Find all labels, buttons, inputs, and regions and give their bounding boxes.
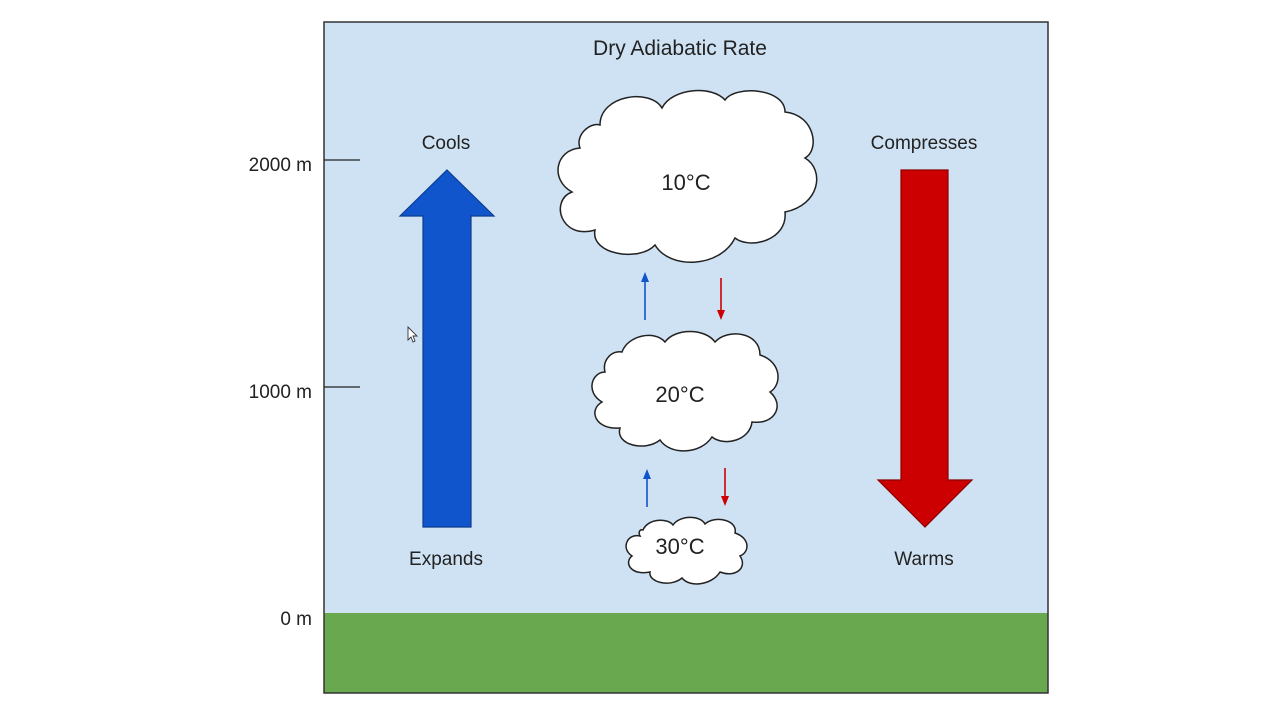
altitude-label-0: 0 m	[280, 609, 312, 630]
expands-label: Expands	[409, 549, 483, 570]
cloud-20c-temperature: 20°C	[655, 382, 704, 407]
cloud-10c: 10°C	[557, 89, 818, 264]
cloud-30c: 30°C	[625, 516, 748, 585]
altitude-label-2000: 2000 m	[249, 155, 312, 176]
diagram-title: Dry Adiabatic Rate	[593, 37, 767, 60]
small-down-arrow-lower	[721, 468, 729, 506]
small-down-arrow-upper	[717, 278, 725, 320]
cloud-10c-shape	[557, 89, 818, 264]
mouse-cursor-icon	[407, 325, 419, 343]
rising-arrow	[398, 169, 496, 528]
ground	[324, 613, 1048, 693]
cloud-30c-shape	[625, 516, 748, 585]
altitude-label-1000: 1000 m	[249, 382, 312, 403]
small-up-arrow-lower	[643, 469, 651, 507]
cools-label: Cools	[422, 133, 471, 154]
cloud-10c-temperature: 10°C	[661, 170, 710, 195]
sinking-arrow	[876, 169, 974, 528]
compresses-label: Compresses	[871, 133, 978, 154]
cloud-30c-temperature: 30°C	[655, 534, 704, 559]
small-up-arrow-upper	[641, 272, 649, 320]
diagram-border	[323, 21, 1049, 694]
cloud-20c: 20°C	[591, 330, 779, 452]
cloud-20c-shape	[591, 330, 779, 452]
warms-label: Warms	[894, 549, 953, 570]
